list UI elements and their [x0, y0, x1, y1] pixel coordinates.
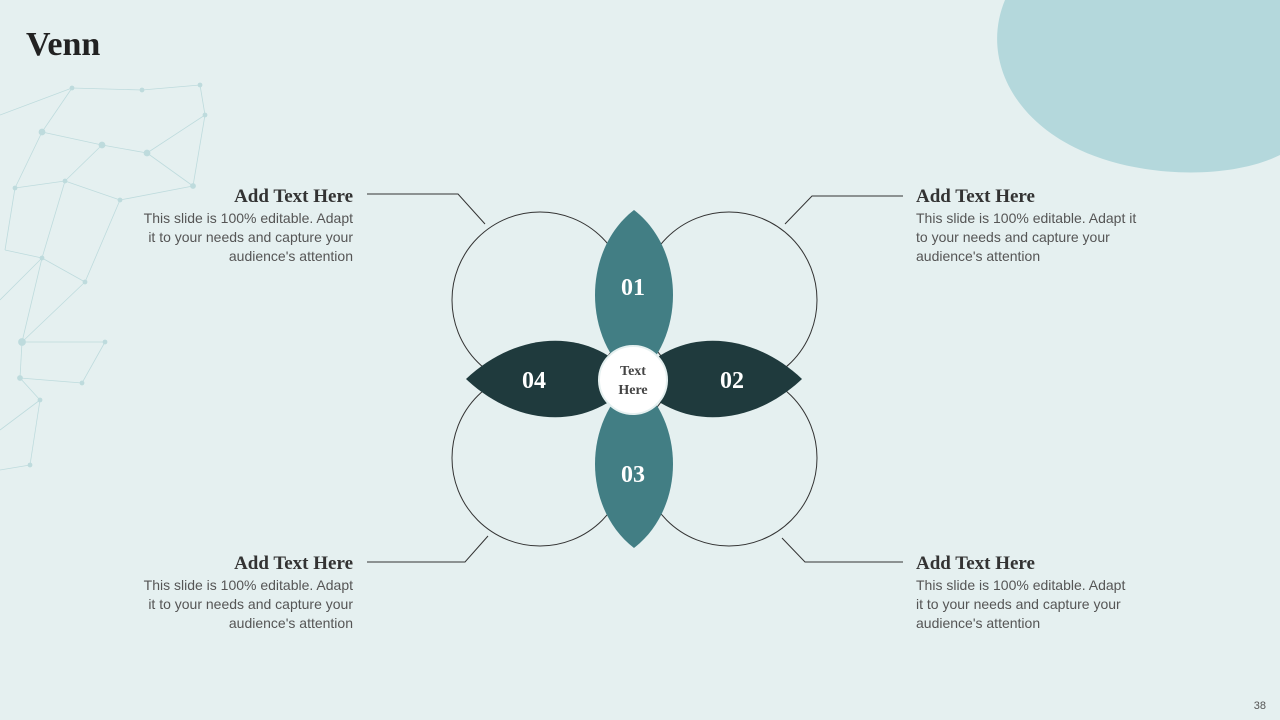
center-circle — [598, 345, 668, 415]
slide-title: Venn — [26, 26, 101, 63]
text-block-body-line: audience's attention — [228, 248, 353, 264]
connector-top-left — [367, 193, 486, 225]
connector-top-right — [784, 195, 903, 225]
text-block-heading: Add Text Here — [916, 553, 1035, 574]
text-block-body-line: audience's attention — [916, 615, 1041, 631]
petal-number-03: 03 — [621, 462, 645, 488]
text-block-body-line: it to your needs and capture your — [148, 229, 353, 245]
connector-bottom-right — [781, 537, 903, 563]
text-block-heading: Add Text Here — [234, 186, 353, 207]
petal-01 — [595, 210, 673, 380]
text-block-body-line: it to your needs and capture your — [148, 596, 353, 612]
petal-04 — [466, 340, 634, 418]
text-block-top-left: Add Text Here This slide is 100% editabl… — [93, 185, 353, 266]
text-block-body-line: to your needs and capture your — [916, 229, 1110, 245]
page-number: 38 — [1253, 700, 1266, 712]
petal-02 — [634, 340, 802, 418]
connector-bottom-left — [367, 535, 489, 563]
petal-number-04: 04 — [522, 368, 546, 394]
petal-number-01: 01 — [621, 275, 645, 301]
text-block-body-line: This slide is 100% editable. Adapt it — [916, 210, 1137, 226]
network-pattern — [0, 82, 208, 471]
text-block-body-line: This slide is 100% editable. Adapt — [143, 577, 353, 593]
text-block-body-line: This slide is 100% editable. Adapt — [916, 577, 1126, 593]
center-label-line-2: Here — [618, 383, 647, 398]
text-block-top-right: Add Text Here This slide is 100% editabl… — [916, 185, 1176, 266]
text-block-body-line: it to your needs and capture your — [916, 596, 1121, 612]
text-block-body-line: audience's attention — [228, 615, 353, 631]
text-block-heading: Add Text Here — [916, 186, 1035, 207]
corner-blob — [997, 0, 1280, 173]
text-block-bottom-right: Add Text Here This slide is 100% editabl… — [916, 552, 1176, 633]
text-block-body-line: audience's attention — [916, 248, 1041, 264]
petal-03 — [595, 380, 673, 548]
petal-number-02: 02 — [720, 368, 744, 394]
text-block-heading: Add Text Here — [234, 553, 353, 574]
center-label-line-1: Text — [620, 364, 646, 379]
text-block-bottom-left: Add Text Here This slide is 100% editabl… — [93, 552, 353, 633]
text-block-body-line: This slide is 100% editable. Adapt — [143, 210, 353, 226]
